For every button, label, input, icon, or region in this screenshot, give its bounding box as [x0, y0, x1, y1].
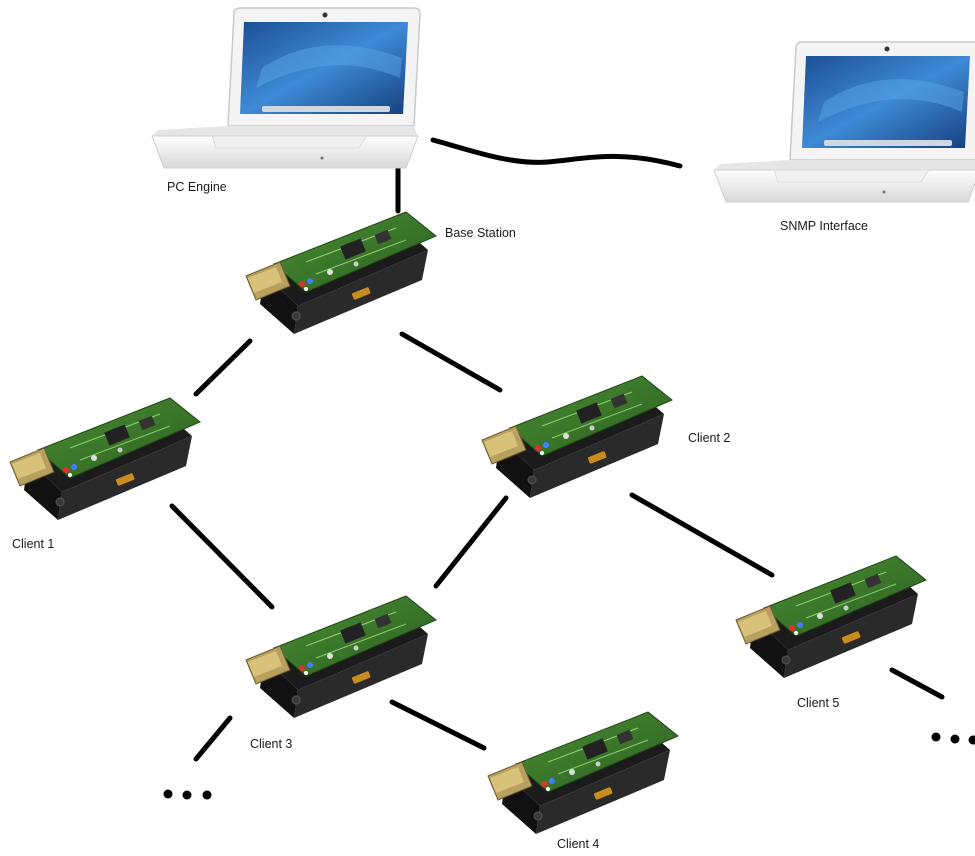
- link-client3-client4: [389, 699, 487, 751]
- snmp-interface-laptop: [713, 41, 975, 203]
- link-base-client1: [193, 338, 253, 397]
- label-client-1: Client 1: [12, 537, 54, 551]
- base-station-mote: [245, 211, 437, 335]
- label-pc-engine: PC Engine: [167, 180, 227, 194]
- client-4-mote: [487, 711, 679, 835]
- link-client2-client3: [433, 495, 509, 589]
- link-pc-engine-snmp: [430, 137, 683, 169]
- label-client-3: Client 3: [250, 737, 292, 751]
- label-snmp-interface: SNMP Interface: [780, 219, 868, 233]
- client-1-mote: [9, 397, 201, 521]
- label-base-station: Base Station: [445, 226, 516, 240]
- continuation-ellipsis-right: [931, 732, 975, 745]
- label-client-4: Client 4: [557, 837, 599, 851]
- label-client-2: Client 2: [688, 431, 730, 445]
- pc-engine-laptop: [151, 7, 421, 169]
- link-client5-more: [889, 667, 945, 700]
- client-5-mote: [735, 555, 927, 679]
- label-client-5: Client 5: [797, 696, 839, 710]
- link-client2-client5: [629, 492, 775, 578]
- client-2-mote: [481, 375, 673, 499]
- client-3-mote: [245, 595, 437, 719]
- continuation-ellipsis-left: [163, 789, 212, 800]
- link-base-client2: [399, 331, 503, 393]
- link-client3-more: [193, 715, 233, 762]
- link-client1-client3: [169, 503, 275, 610]
